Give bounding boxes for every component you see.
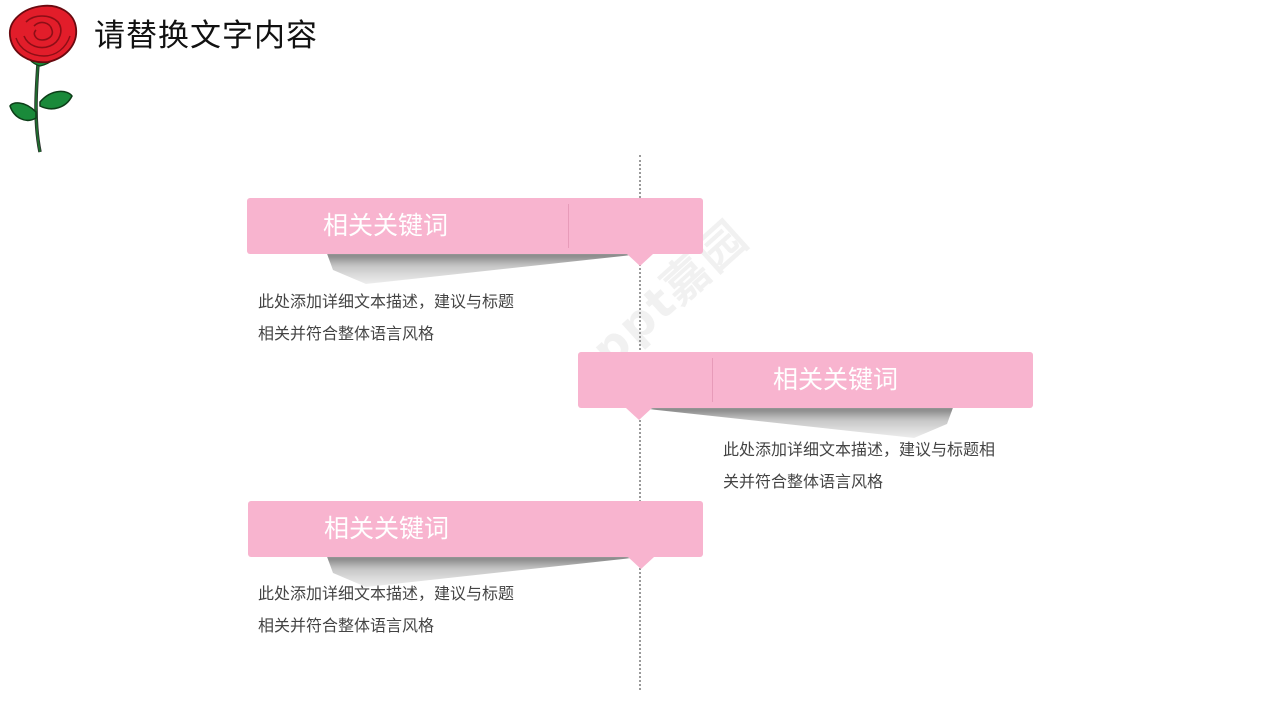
keyword-tag: 相关关键词 — [248, 501, 703, 569]
description-line: 相关并符合整体语言风格 — [258, 324, 435, 343]
tag-divider — [568, 204, 569, 248]
item-description: 此处添加详细文本描述，建议与标题 相关并符合整体语言风格 — [258, 578, 514, 642]
timeline-axis — [639, 155, 641, 690]
keyword-label: 相关关键词 — [323, 211, 449, 240]
keyword-tag: 相关关键词 — [247, 198, 703, 266]
tag-divider — [712, 358, 713, 402]
description-line: 相关并符合整体语言风格 — [258, 616, 435, 635]
rose-icon — [9, 4, 78, 153]
keyword-label: 相关关键词 — [773, 365, 899, 394]
description-line: 此处添加详细文本描述，建议与标题 — [258, 584, 515, 603]
description-line: 此处添加详细文本描述，建议与标题 — [258, 292, 515, 311]
description-line: 关并符合整体语言风格 — [723, 472, 884, 491]
description-line: 此处添加详细文本描述，建议与标题相 — [723, 440, 996, 459]
keyword-label: 相关关键词 — [324, 514, 450, 543]
page-title: 请替换文字内容 — [94, 18, 318, 54]
keyword-tag: 相关关键词 — [578, 352, 1033, 420]
item-description: 此处添加详细文本描述，建议与标题 相关并符合整体语言风格 — [258, 286, 514, 350]
item-description: 此处添加详细文本描述，建议与标题相 关并符合整体语言风格 — [723, 434, 995, 498]
